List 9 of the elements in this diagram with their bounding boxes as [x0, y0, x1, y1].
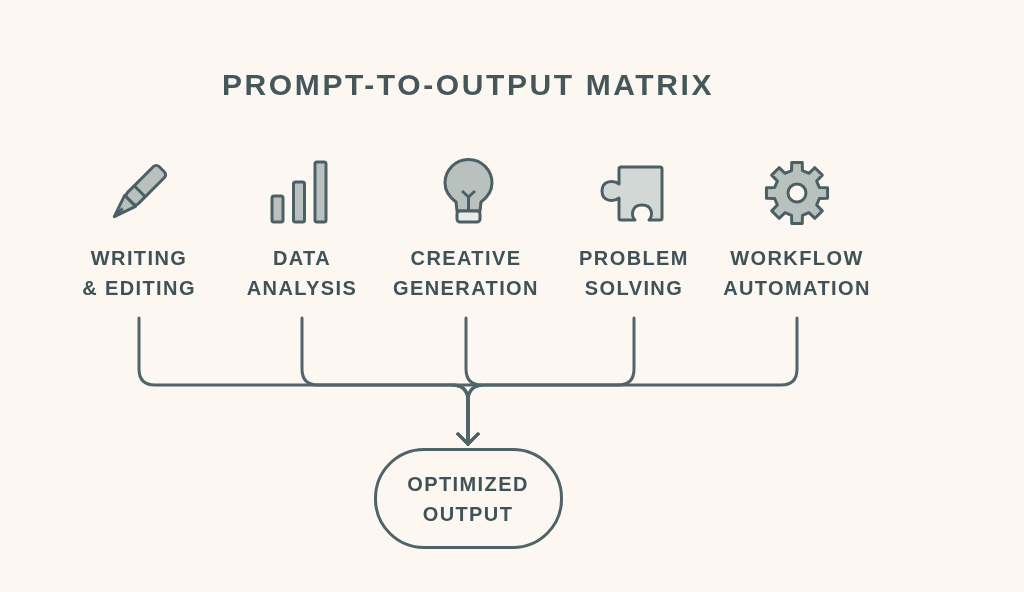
connector-arrow	[456, 316, 799, 446]
category-label: CREATIVE GENERATION	[392, 243, 540, 303]
category-label: WORKFLOW AUTOMATION	[722, 243, 872, 303]
output-label: OPTIMIZED OUTPUT	[406, 471, 530, 527]
output-pill-box	[373, 448, 563, 549]
category-label: WRITING & EDITING	[81, 243, 197, 303]
diagram-title: PROMPT-TO-OUTPUT MATRIX	[222, 67, 714, 103]
category-label: DATA ANALYSIS	[245, 243, 359, 303]
category-label: PROBLEM SOLVING	[578, 243, 690, 303]
